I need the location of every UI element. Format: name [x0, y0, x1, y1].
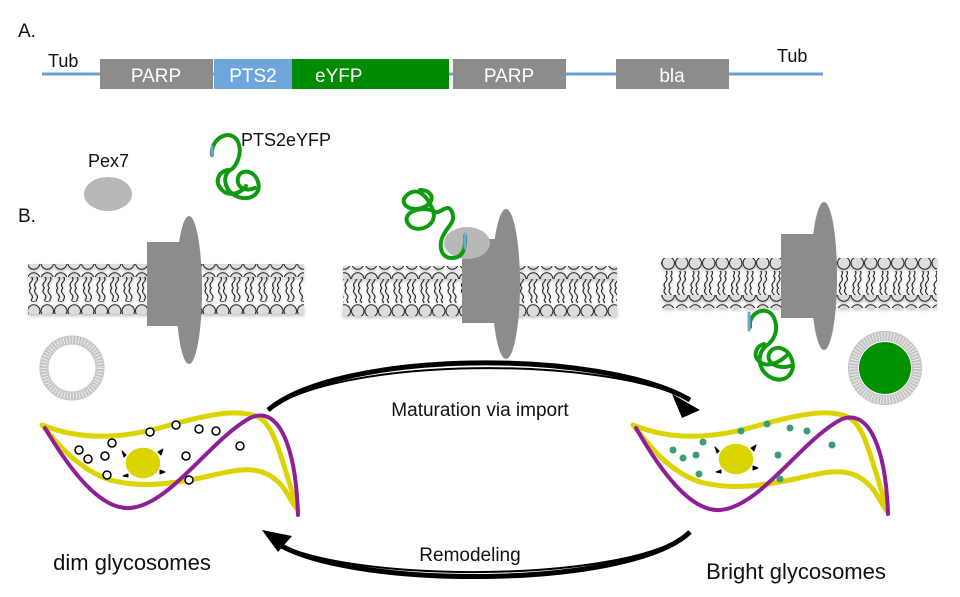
pts2eyfp-protein-imported — [747, 308, 795, 382]
tub-promoter-left: Tub — [48, 51, 78, 71]
pex7-receptor — [84, 177, 132, 211]
remodeling-label: Remodeling — [419, 545, 520, 566]
empty-glycosome-vesicle — [39, 335, 105, 401]
construct-segment-eyfp: eYFP — [292, 59, 449, 89]
importomer-pore-2 — [492, 209, 520, 359]
remodeling-arrow — [262, 530, 692, 579]
svg-text:PARP: PARP — [131, 66, 181, 87]
bright-glycosomes-caption: Bright glycosomes — [706, 559, 886, 584]
svg-text:bla: bla — [659, 66, 685, 87]
importomer-pore-3 — [811, 202, 837, 350]
svg-text:PARP: PARP — [484, 66, 534, 87]
pex7-label: Pex7 — [88, 151, 129, 171]
bright-glycosomes — [669, 420, 836, 483]
construct-segment-parp-1: PARP — [100, 59, 213, 89]
pts2eyfp-protein-docked — [401, 188, 468, 260]
dim-glycosomes-caption: dim glycosomes — [53, 550, 211, 575]
tub-promoter-right: Tub — [777, 46, 807, 66]
importomer-pore-1 — [176, 216, 202, 364]
construct-segment-parp-2: PARP — [453, 59, 566, 89]
trypanosome-cell-bright — [630, 410, 891, 516]
filled-glycosome-vesicle — [848, 331, 922, 405]
maturation-arrow — [266, 360, 700, 418]
construct-segment-pts2: PTS2 — [214, 59, 292, 89]
importomer-docking-complex-3 — [781, 234, 816, 318]
svg-text:eYFP: eYFP — [315, 66, 363, 87]
dim-glycosomes — [74, 420, 245, 485]
pts2eyfp-protein-free — [209, 133, 261, 201]
maturation-label: Maturation via import — [391, 400, 569, 421]
panel-a-label: A. — [18, 21, 36, 42]
pts2eyfp-label: PTS2eYFP — [241, 130, 331, 150]
construct-segment-bla: bla — [616, 59, 729, 89]
svg-text:PTS2: PTS2 — [229, 66, 277, 87]
trypanosome-cell-dim — [39, 410, 301, 517]
panel-b-label: B. — [18, 206, 36, 227]
